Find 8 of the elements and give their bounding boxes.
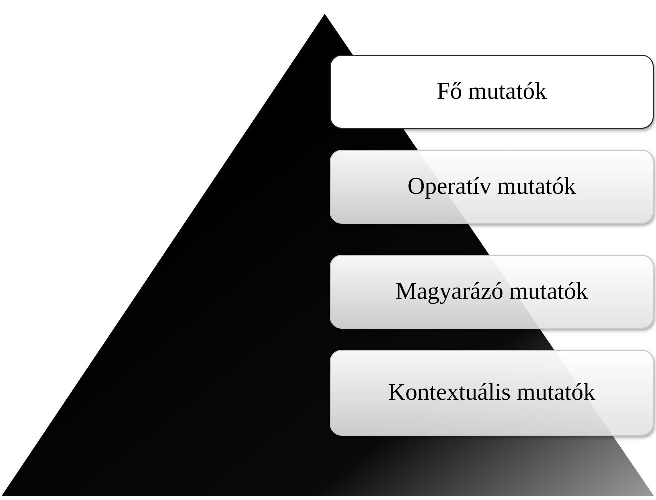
level-box (330, 150, 654, 224)
level-label: Fő mutatók (436, 78, 547, 106)
level-label: Kontextuális mutatók (388, 380, 596, 406)
level-label: Magyarázó mutatók (396, 278, 588, 306)
level-label: Operatív mutatók (408, 174, 576, 200)
level-box (330, 255, 654, 329)
level-box (330, 55, 654, 129)
level-box (330, 350, 654, 436)
